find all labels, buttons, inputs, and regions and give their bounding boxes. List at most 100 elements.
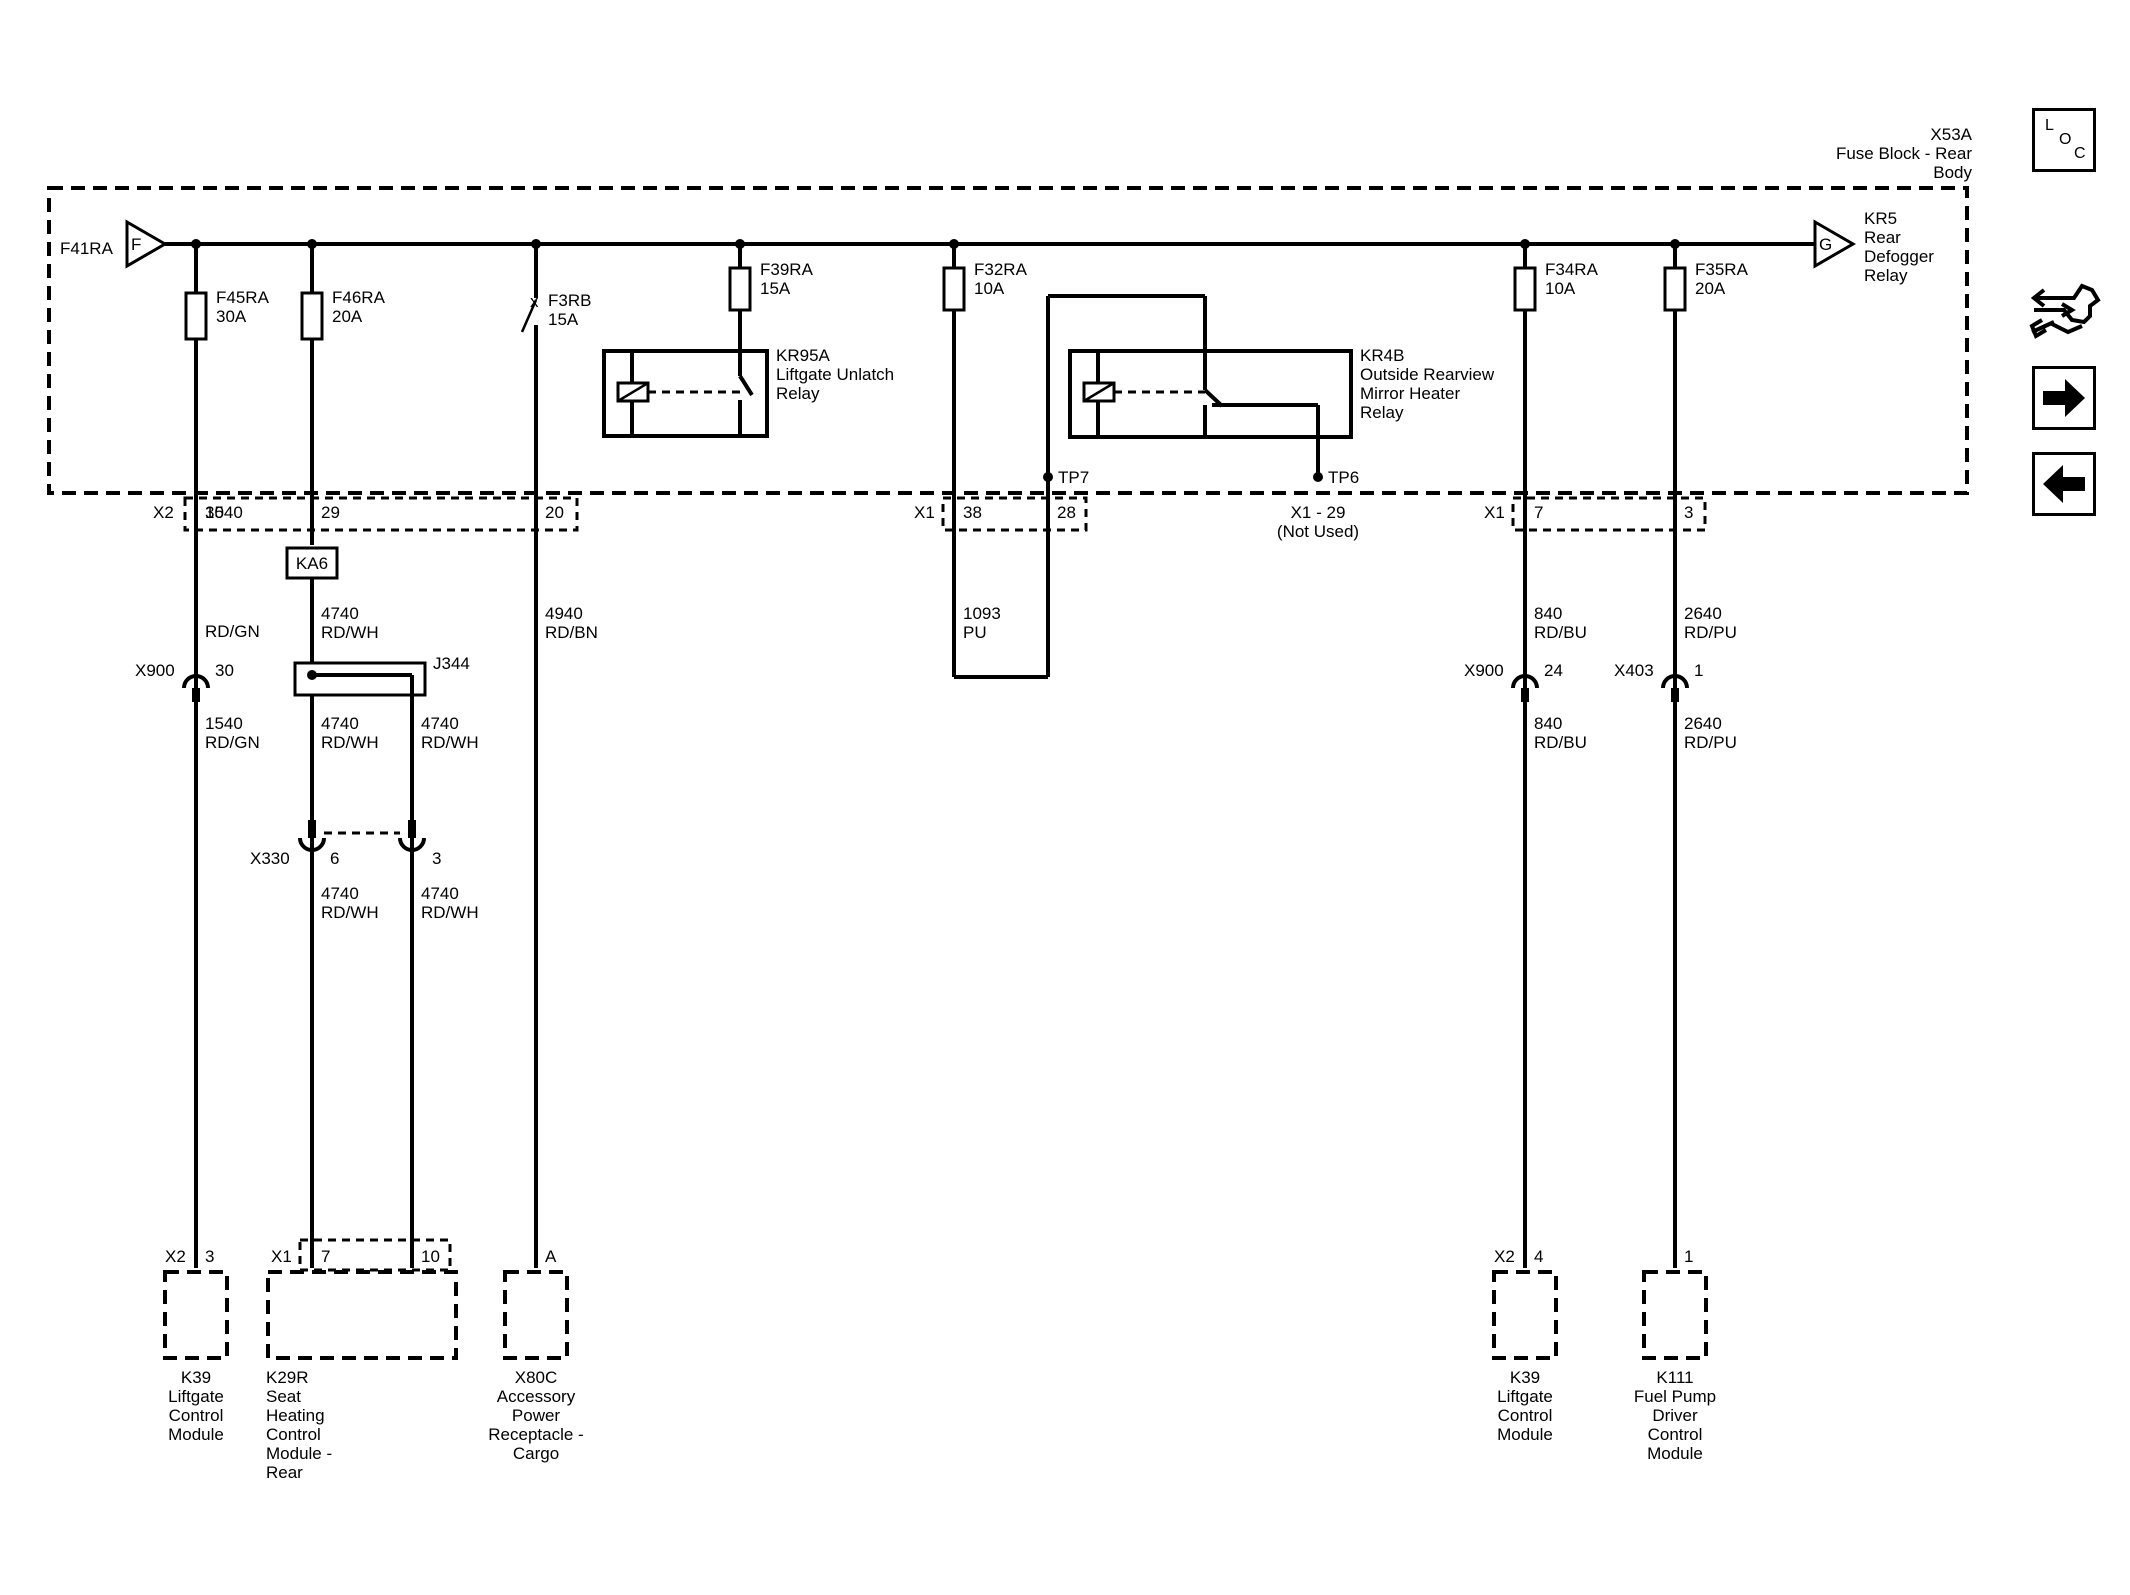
wire-840b-circuit: 840: [1534, 714, 1562, 733]
circuit-f34ra: F34RA 10A 840 RD/BU X900 24 840 RD/BU: [1464, 244, 1599, 1268]
connector-x2-top-pin-29: 29: [321, 503, 340, 522]
module-k111-pin: 1: [1684, 1247, 1693, 1266]
relay-kr95a-name-1: Liftgate Unlatch: [776, 365, 894, 384]
relay-kr4b-id: KR4B: [1360, 346, 1404, 365]
fuse-f32ra-id: F32RA: [974, 260, 1028, 279]
module-x80c-pin: A: [545, 1247, 557, 1266]
loc-letter-c: C: [2074, 145, 2086, 162]
svg-text:Heating: Heating: [266, 1406, 325, 1425]
wire-2640b-color: RD/PU: [1684, 733, 1737, 752]
wire-4740b-circuit: 4740: [321, 714, 359, 733]
fuse-f46ra: [300, 291, 324, 341]
fuse-f35ra-id: F35RA: [1695, 260, 1749, 279]
previous-arrow-graphic: [2043, 465, 2085, 503]
connector-x900-right-id: X900: [1464, 661, 1504, 680]
connector-x1-mid-pin-38: 38: [963, 503, 982, 522]
connector-x1-mid: [941, 496, 1088, 532]
previous-page-icon[interactable]: [2032, 452, 2096, 516]
connector-x403-pin: 1: [1694, 661, 1703, 680]
fuse-f39ra-id: F39RA: [760, 260, 814, 279]
svg-text:Rear: Rear: [266, 1463, 303, 1482]
fuse-f32ra: [942, 266, 966, 312]
fuse-f32ra-rating: 10A: [974, 279, 1005, 298]
module-x80c-id: X80C: [515, 1368, 558, 1387]
wire-4740a-circuit: 4740: [321, 604, 359, 623]
svg-text:Liftgate: Liftgate: [1497, 1387, 1553, 1406]
connector-x2-top-pin-30: 30: [205, 503, 224, 522]
svg-text:Module -: Module -: [266, 1444, 332, 1463]
module-k29r-id: K29R: [266, 1368, 309, 1387]
wire-4740b-color: RD/WH: [321, 733, 379, 752]
test-point-tp6: TP6: [1328, 468, 1359, 487]
wire-2640b-circuit: 2640: [1684, 714, 1722, 733]
fuse-f34ra-rating: 10A: [1545, 279, 1576, 298]
fuse-f35ra: [1663, 266, 1687, 312]
bus-output-name-2: Defogger: [1864, 247, 1934, 266]
module-k39-left-pin: 3: [205, 1247, 214, 1266]
svg-text:Seat: Seat: [266, 1387, 301, 1406]
wire-1540-circuit: 1540: [205, 503, 243, 522]
loc-letter-l: L: [2045, 117, 2054, 134]
fuse-f39ra-rating: 15A: [760, 279, 791, 298]
fuse-f45ra: [184, 291, 208, 341]
svg-text:Control: Control: [1498, 1406, 1553, 1425]
connector-x1-mid-id: X1: [914, 503, 935, 522]
loc-icon[interactable]: L O C: [2032, 108, 2096, 172]
connector-x330-pin6-symbol: [298, 837, 326, 852]
connector-x900-left-pin: 30: [215, 661, 234, 680]
svg-text:Driver: Driver: [1652, 1406, 1698, 1425]
connector-x900-left-symbol: [182, 674, 210, 689]
fuse-f3rb-rating: 15A: [548, 310, 579, 329]
bus-output-flag: [1813, 219, 1856, 269]
fuse-f46ra-id: F46RA: [332, 288, 386, 307]
connector-x2-top-id: X2: [153, 503, 174, 522]
wire-840a-circuit: 840: [1534, 604, 1562, 623]
splice-j344-label: J344: [433, 654, 470, 673]
connector-x1-mid-pin-28: 28: [1057, 503, 1076, 522]
wire-1540b-color: RD/GN: [205, 733, 260, 752]
connector-x1-unused-label: X1 - 29: [1291, 503, 1346, 522]
fuse-block-id: X53A: [1930, 125, 1972, 144]
connector-x403-symbol: [1661, 674, 1689, 689]
test-point-tp7: TP7: [1058, 468, 1089, 487]
bus-input-label: F41RA: [60, 239, 114, 258]
module-k111: 1 K111 Fuel Pump Driver Control Module: [1634, 1247, 1716, 1463]
connector-x900-left-id: X900: [135, 661, 175, 680]
module-k39-right: X2 4 K39 Liftgate Control Module: [1492, 1247, 1558, 1444]
connector-ka6-label: KA6: [296, 554, 328, 573]
next-arrow-graphic: [2043, 379, 2085, 417]
fuse-f39ra: [728, 266, 752, 312]
svg-text:Module: Module: [168, 1425, 224, 1444]
connector-x330-pin-6: 6: [330, 849, 339, 868]
connector-x1-right-id: X1: [1484, 503, 1505, 522]
connector-x403-id: X403: [1614, 661, 1654, 680]
wire-4740d-circuit: 4740: [321, 884, 359, 903]
relay-kr95a-body: [602, 349, 769, 438]
connector-x1-right-pin-3: 3: [1684, 503, 1693, 522]
connector-ka6: [285, 546, 339, 580]
relay-kr4b-name-3: Relay: [1360, 403, 1404, 422]
circuit-f3rb: x F3RB 15A 4940 RD/BN: [520, 244, 598, 1268]
bus-output-name-3: Relay: [1864, 266, 1908, 285]
next-page-icon[interactable]: [2032, 366, 2096, 430]
bus-output-letter: G: [1819, 235, 1832, 254]
relay-kr4b-name-2: Mirror Heater: [1360, 384, 1460, 403]
fuse-f45ra-id: F45RA: [216, 288, 270, 307]
module-k111-id: K111: [1656, 1368, 1693, 1387]
connector-x900-right-symbol: [1511, 674, 1539, 689]
relay-kr4b: TP6 KR4B Outside Rearview Mirror Heater …: [1048, 294, 1495, 541]
connector-x2-top: X2 30 29 20: [153, 496, 579, 532]
svg-text:Cargo: Cargo: [513, 1444, 559, 1463]
fuse-f46ra-rating: 20A: [332, 307, 363, 326]
svg-text:Fuel Pump: Fuel Pump: [1634, 1387, 1716, 1406]
connector-x330-pin3-symbol: [398, 837, 426, 852]
relay-kr95a-id: KR95A: [776, 346, 831, 365]
connector-x330-id: X330: [250, 849, 290, 868]
svg-text:Module: Module: [1647, 1444, 1703, 1463]
svg-text:Accessory: Accessory: [497, 1387, 576, 1406]
svg-text:Control: Control: [1648, 1425, 1703, 1444]
connector-x1-right: X1 7 3: [1484, 496, 1707, 532]
connector-end-view-icon[interactable]: [2028, 280, 2104, 344]
loc-letter-o: O: [2059, 131, 2072, 148]
